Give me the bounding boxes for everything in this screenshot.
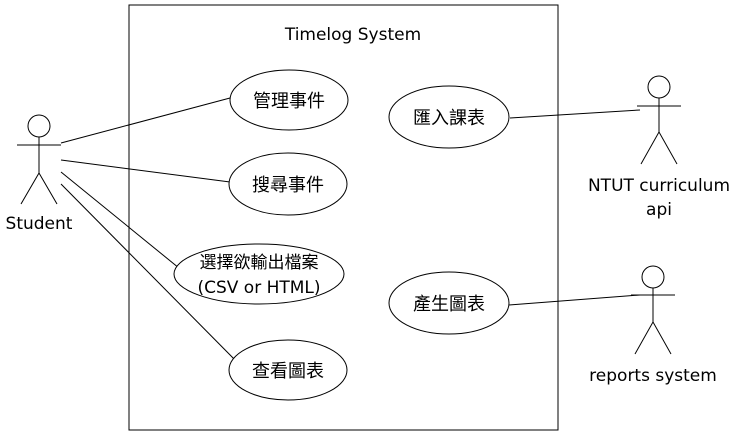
use-case-search-events-label: 搜尋事件 xyxy=(252,175,324,196)
use-case-import-schedule: 匯入課表 xyxy=(388,85,510,149)
system-boundary xyxy=(128,4,559,431)
use-case-import-schedule-label: 匯入課表 xyxy=(413,108,485,129)
use-case-manage-events: 管理事件 xyxy=(229,69,349,131)
actor-ntut-head xyxy=(647,75,671,99)
use-case-generate-charts-label: 產生圖表 xyxy=(413,294,485,315)
actor-student-head xyxy=(27,114,51,138)
associations xyxy=(60,97,641,366)
actor-student-label: Student xyxy=(6,214,73,234)
actor-reports-label: reports system xyxy=(589,366,717,386)
association-student-search-events xyxy=(60,159,231,183)
actor-reports-head xyxy=(641,265,665,289)
actor-ntut-label-line1: NTUT curriculum xyxy=(588,176,730,196)
use-case-manage-events-label: 管理事件 xyxy=(253,91,325,112)
actor-reports-system: reports system xyxy=(589,265,717,386)
use-case-select-export: 選擇欲輸出檔案 (CSV or HTML) xyxy=(173,243,345,305)
use-case-select-export-label-line1: 選擇欲輸出檔案 xyxy=(200,253,319,273)
use-case-search-events: 搜尋事件 xyxy=(228,152,348,216)
association-generate-charts-reports xyxy=(508,294,641,306)
actor-ntut-curriculum-api: NTUT curriculum api xyxy=(588,75,730,220)
actor-ntut-label-line2: api xyxy=(646,200,672,220)
use-case-generate-charts: 產生圖表 xyxy=(388,271,510,335)
association-student-select-export xyxy=(60,171,191,278)
association-import-schedule-ntut-api xyxy=(509,109,641,119)
system-title: Timelog System xyxy=(284,25,421,45)
use-case-view-charts-label: 查看圖表 xyxy=(252,361,324,382)
use-case-select-export-label-line2: (CSV or HTML) xyxy=(197,278,320,298)
association-student-manage-events xyxy=(60,97,231,144)
use-case-view-charts: 查看圖表 xyxy=(228,339,348,401)
association-student-view-charts xyxy=(60,183,241,366)
actor-student: Student xyxy=(6,114,73,234)
